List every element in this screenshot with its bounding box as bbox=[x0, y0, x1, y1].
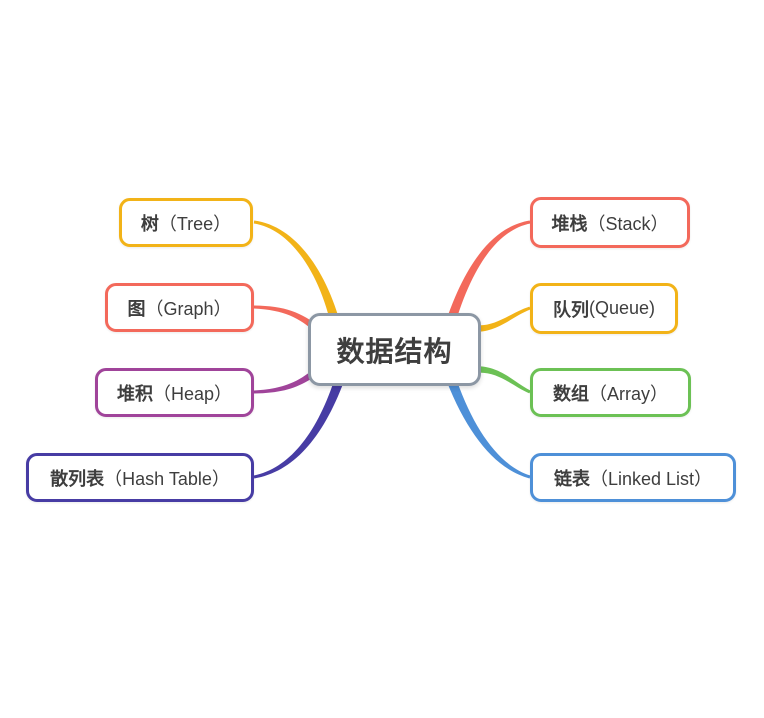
node-hash-table-label-zh: 散列表 bbox=[50, 468, 105, 489]
node-linked-list-label-zh: 链表 bbox=[553, 468, 590, 489]
node-hash-table[interactable]: 散列表（Hash Table） bbox=[26, 453, 254, 502]
node-queue-label-en: (Queue) bbox=[588, 298, 656, 318]
connector-queue bbox=[469, 306, 531, 332]
node-center[interactable]: 数据结构 bbox=[308, 313, 481, 386]
center-label: 数据结构 bbox=[336, 335, 453, 367]
node-heap-label-zh: 堆积 bbox=[116, 383, 153, 404]
node-heap[interactable]: 堆积（Heap） bbox=[95, 368, 254, 417]
connector-hash-table bbox=[253, 370, 347, 479]
node-queue-label-zh: 队列 bbox=[552, 299, 589, 320]
node-tree-label-en: （Tree） bbox=[158, 213, 232, 234]
node-stack-label-zh: 堆栈 bbox=[551, 213, 588, 234]
node-hash-table-label-en: （Hash Table） bbox=[104, 468, 230, 489]
node-queue[interactable]: 队列(Queue) bbox=[530, 283, 678, 334]
node-tree-label-zh: 树 bbox=[140, 213, 159, 234]
node-array-label-zh: 数组 bbox=[552, 383, 589, 404]
connector-linked-list bbox=[445, 374, 531, 479]
node-heap-label-en: （Heap） bbox=[152, 383, 233, 404]
node-linked-list[interactable]: 链表（Linked List） bbox=[530, 453, 736, 502]
node-graph-label-en: （Graph） bbox=[145, 298, 232, 319]
node-graph-label-zh: 图 bbox=[127, 298, 146, 319]
node-tree[interactable]: 树（Tree） bbox=[119, 198, 253, 247]
node-linked-list-label-en: （Linked List） bbox=[589, 468, 713, 489]
node-array[interactable]: 数组（Array） bbox=[530, 368, 691, 417]
node-graph[interactable]: 图（Graph） bbox=[105, 283, 254, 332]
node-stack-label-en: （Stack） bbox=[587, 213, 669, 234]
node-array-label-en: （Array） bbox=[588, 383, 668, 404]
node-stack[interactable]: 堆栈（Stack） bbox=[530, 197, 690, 248]
